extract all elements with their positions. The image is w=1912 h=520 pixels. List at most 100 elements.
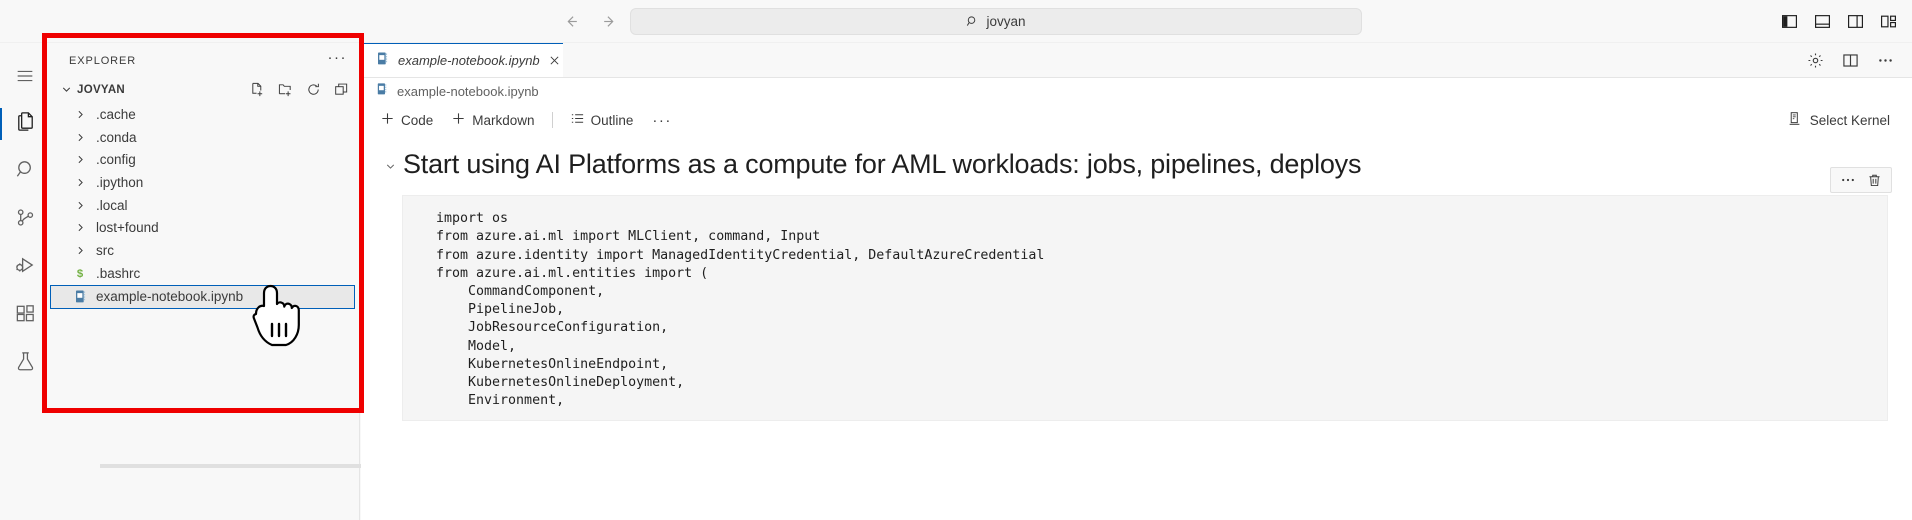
new-folder-icon[interactable] — [277, 82, 293, 98]
file-tree-row[interactable]: .conda — [50, 126, 359, 149]
list-icon — [570, 111, 585, 129]
file-tree-row[interactable]: $ .bashrc — [50, 262, 359, 285]
file-tree-row-label: example-notebook.ipynb — [96, 289, 244, 304]
add-code-cell-button[interactable]: Code — [371, 108, 442, 132]
navigation-controls — [560, 0, 620, 43]
file-tree-row-label: .ipython — [96, 174, 144, 190]
select-kernel-label: Select Kernel — [1809, 112, 1890, 128]
file-tree: .cache .conda .config .ipython .local lost+fo… — [50, 101, 359, 309]
notebook-icon — [375, 82, 389, 101]
file-tree-row-label: src — [96, 242, 114, 258]
markdown-cell-heading: Start using AI Platforms as a compute fo… — [403, 149, 1362, 179]
cell-more-actions-icon[interactable] — [1835, 168, 1861, 192]
sidebar-item-testing[interactable] — [0, 340, 50, 388]
extensions-icon — [14, 302, 37, 330]
explorer-sidebar: EXPLORER ··· JOVYAN — [50, 43, 406, 520]
explorer-title: EXPLORER — [69, 54, 137, 67]
file-tree-row[interactable]: example-notebook.ipynb — [50, 284, 355, 309]
editor-tab-example-notebook[interactable]: example-notebook.ipynb — [361, 43, 563, 77]
sidebar-item-extensions[interactable] — [0, 292, 50, 340]
plus-icon — [380, 111, 395, 129]
sidebar-item-search[interactable] — [0, 148, 50, 196]
close-icon[interactable] — [548, 53, 561, 69]
add-markdown-cell-label: Markdown — [472, 112, 535, 128]
chevron-down-icon[interactable] — [377, 147, 403, 173]
new-file-icon[interactable] — [249, 82, 265, 98]
markdown-cell[interactable]: Start using AI Platforms as a compute fo… — [377, 135, 1912, 182]
chevron-down-icon — [58, 83, 74, 96]
chevron-right-icon[interactable] — [72, 242, 88, 258]
notebook-settings-icon[interactable] — [1806, 51, 1824, 69]
menu-icon[interactable] — [0, 52, 50, 100]
notebook-more-actions-icon[interactable]: ··· — [652, 111, 672, 129]
source-control-icon — [14, 206, 37, 234]
code-cell[interactable]: import os from azure.ai.ml import MLClie… — [402, 195, 1888, 422]
file-tree-row-label: .conda — [96, 129, 137, 145]
arrow-left-icon[interactable] — [560, 11, 582, 33]
toggle-primary-sidebar-icon[interactable] — [1779, 12, 1799, 32]
split-editor-icon[interactable] — [1841, 51, 1859, 69]
breadcrumb-item-file[interactable]: example-notebook.ipynb — [397, 84, 539, 99]
code-cell-source[interactable]: import os from azure.ai.ml import MLClie… — [436, 211, 1045, 409]
explorer-header: EXPLORER ··· — [50, 43, 359, 78]
refresh-icon[interactable] — [305, 82, 321, 98]
explorer-icon — [14, 110, 37, 138]
svg-text:$: $ — [77, 268, 84, 280]
chevron-right-icon[interactable] — [72, 197, 88, 213]
notebook-icon — [72, 289, 88, 305]
activity-bar — [0, 43, 50, 520]
file-tree-row-label: .config — [96, 152, 136, 168]
sidebar-item-explorer[interactable] — [0, 100, 50, 148]
sidebar-item-source-control[interactable] — [0, 196, 50, 244]
toggle-panel-icon[interactable] — [1812, 12, 1832, 32]
file-tree-row-label: .local — [96, 197, 128, 213]
file-tree-row[interactable]: src — [50, 239, 359, 262]
toggle-secondary-sidebar-icon[interactable] — [1845, 12, 1865, 32]
file-tree-row[interactable]: .config — [50, 148, 359, 171]
search-icon — [966, 15, 979, 28]
chevron-right-icon[interactable] — [72, 106, 88, 122]
explorer-root-name: JOVYAN — [77, 83, 126, 96]
title-bar: jovyan — [0, 0, 1912, 43]
customize-layout-icon[interactable] — [1878, 12, 1898, 32]
explorer-root-actions — [249, 82, 349, 98]
file-tree-row[interactable]: .ipython — [50, 171, 359, 194]
sidebar-item-run-and-debug[interactable] — [0, 244, 50, 292]
select-kernel-button[interactable]: Select Kernel — [1787, 111, 1912, 129]
toolbar-divider — [551, 112, 553, 128]
command-center[interactable]: jovyan — [630, 8, 1362, 35]
editor-tab-bar: example-notebook.ipynb — [361, 43, 1912, 78]
notebook-body: Start using AI Platforms as a compute fo… — [361, 135, 1912, 422]
file-tree-row-label: .bashrc — [96, 265, 141, 281]
delete-cell-icon[interactable] — [1861, 168, 1887, 192]
testing-flask-icon — [14, 350, 37, 378]
notebook-icon — [375, 51, 390, 71]
search-icon — [14, 158, 37, 186]
explorer-root-folder[interactable]: JOVYAN — [50, 78, 359, 101]
shell-dollar-icon: $ — [72, 265, 88, 281]
command-center-value: jovyan — [986, 14, 1026, 29]
notebook-toolbar: Code Markdown Outline ··· — [361, 105, 1912, 135]
layout-toggle-group — [1779, 0, 1898, 43]
outline-label: Outline — [590, 112, 634, 128]
file-tree-row[interactable]: .local — [50, 194, 359, 217]
sidebar-scrollbar[interactable] — [100, 464, 406, 468]
editor-actions — [1806, 43, 1912, 77]
editor-group: example-notebook.ipynb — [361, 43, 1912, 520]
chevron-right-icon[interactable] — [72, 152, 88, 168]
editor-more-actions-icon[interactable] — [1876, 51, 1894, 69]
file-tree-row[interactable]: lost+found — [50, 216, 359, 239]
chevron-right-icon[interactable] — [72, 174, 88, 190]
editor-tab-label: example-notebook.ipynb — [398, 53, 540, 68]
explorer-more-actions-icon[interactable]: ··· — [327, 49, 347, 66]
file-tree-row[interactable]: .cache — [50, 103, 359, 126]
outline-button[interactable]: Outline — [561, 108, 643, 132]
arrow-right-icon[interactable] — [598, 11, 620, 33]
file-tree-row-label: .cache — [96, 106, 136, 122]
chevron-right-icon[interactable] — [72, 129, 88, 145]
collapse-all-icon[interactable] — [333, 82, 349, 98]
add-markdown-cell-button[interactable]: Markdown — [442, 108, 543, 132]
chevron-right-icon[interactable] — [72, 220, 88, 236]
cell-toolbar — [1830, 167, 1892, 193]
